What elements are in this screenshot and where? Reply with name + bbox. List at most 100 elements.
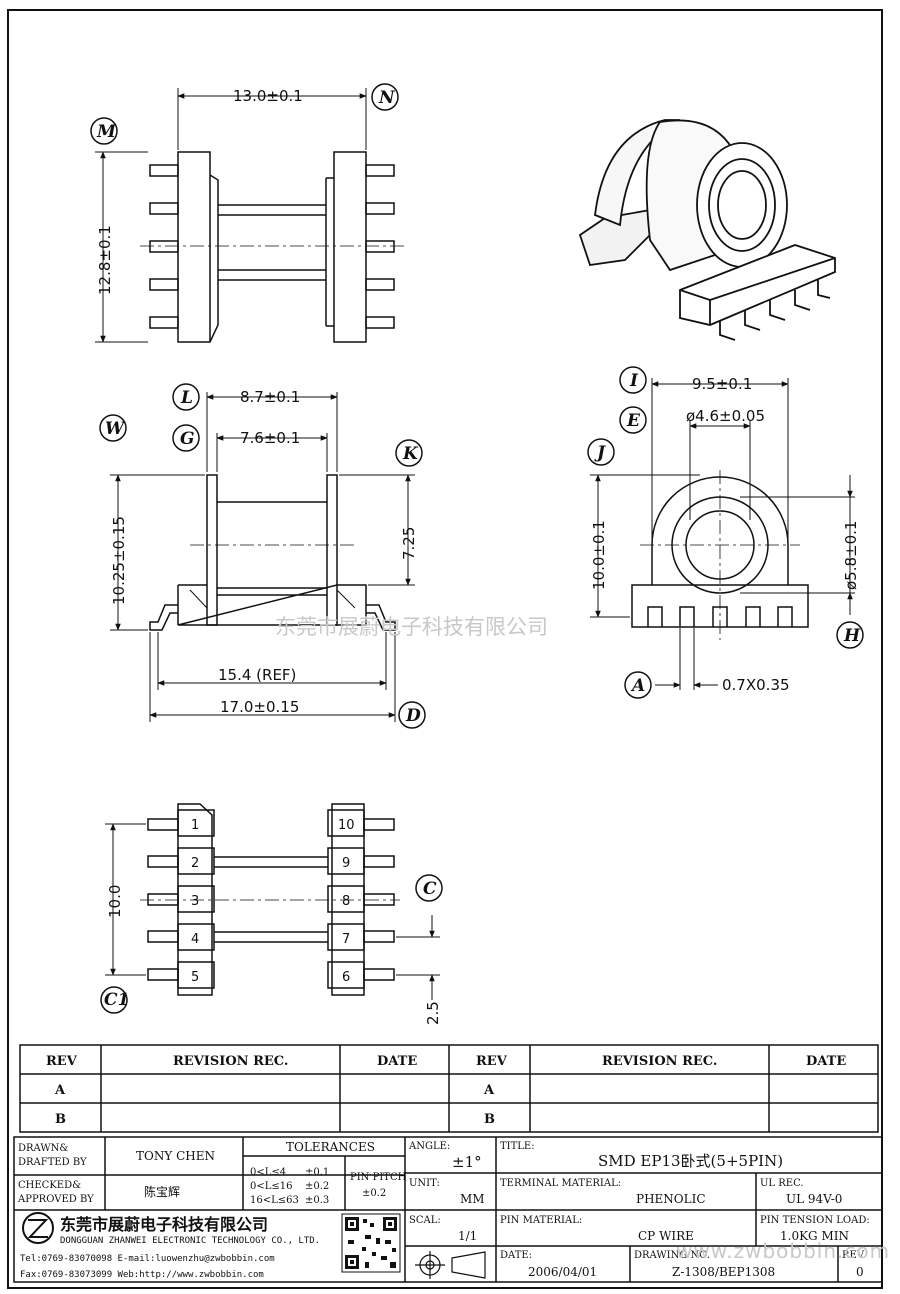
scale-label: SCAL: <box>409 1215 441 1226</box>
isometric-view <box>578 119 836 341</box>
title-value: SMD EP13卧式(5+5PIN) <box>598 1152 783 1170</box>
top-view-right-pins <box>365 164 395 329</box>
tolerances-label: TOLERANCES <box>286 1140 375 1154</box>
tol-value: ±0.3 <box>305 1195 329 1206</box>
revision-header: REVISION REC. <box>602 1054 717 1069</box>
scale-value: 1/1 <box>458 1229 477 1243</box>
pin-number: 8 <box>342 894 350 909</box>
top-view-left-pins <box>149 164 179 329</box>
bottom-view-pads <box>177 809 365 989</box>
drawn-label-line1: DRAWN& <box>18 1143 68 1154</box>
dim-bottom-pitch: 2.5 <box>424 1001 442 1025</box>
dim-side-g: 7.6±0.1 <box>240 429 300 447</box>
checked-label-line1: CHECKED& <box>18 1180 81 1191</box>
tol-value: ±0.2 <box>305 1181 329 1192</box>
dim-front-pin: 0.7X0.35 <box>722 676 790 694</box>
revision-header: DATE <box>806 1054 846 1069</box>
tol-range: 0<L≤16 <box>250 1181 293 1192</box>
front-view-pin-slots <box>647 606 793 627</box>
callout-label: C <box>423 879 437 899</box>
url-watermark: www.zwbobbin.com <box>676 1239 890 1263</box>
bottom-view-right-pins <box>363 818 395 981</box>
callout-label: H <box>843 626 861 646</box>
side-view-right-flange <box>326 474 338 626</box>
revision-header: REV <box>476 1054 508 1069</box>
dim-top-height: 12.8±0.1 <box>96 225 114 295</box>
side-view <box>149 474 396 631</box>
top-view-right-flange <box>333 151 367 343</box>
pin-pitch-label: PIN PITCH <box>350 1172 407 1183</box>
tol-value: ±0.1 <box>305 1167 329 1178</box>
company-logo <box>22 1212 54 1244</box>
company-name-en: DONGGUAN ZHANWEI ELECTRONIC TECHNOLOGY C… <box>60 1236 320 1246</box>
drawn-label-line2: DRAFTED BY <box>18 1157 87 1168</box>
bottom-view <box>140 803 400 996</box>
dim-bottom-h: 10.0 <box>106 885 124 918</box>
dim-side-ref: 15.4 (REF) <box>218 666 296 684</box>
pin-number: 3 <box>191 894 199 909</box>
top-view <box>140 151 405 343</box>
callout-label: I <box>629 371 639 391</box>
contact-line-1: Tel:0769-83070098 E-mail:luowenzhu@zwbob… <box>20 1254 275 1264</box>
side-view-left-flange <box>206 474 218 626</box>
dim-front-i: 9.5±0.1 <box>692 375 752 393</box>
company-name-cn: 东莞市展蔚电子科技有限公司 <box>60 1215 268 1234</box>
callout-label: D <box>405 706 421 726</box>
pin-number: 9 <box>342 856 350 871</box>
bottom-view-left-pins <box>147 818 179 981</box>
drawing-no-value: Z-1308/BEP1308 <box>672 1265 775 1279</box>
side-view-right-leg <box>366 604 396 631</box>
date-label: DATE: <box>500 1250 532 1261</box>
unit-label: UNIT: <box>409 1178 440 1189</box>
title-label: TITLE: <box>500 1141 535 1152</box>
dim-front-e: ø4.6±0.05 <box>686 407 765 425</box>
revision-row-label: A <box>54 1083 66 1098</box>
top-view-left-flange <box>177 151 219 343</box>
dim-side-total: 17.0±0.15 <box>220 698 299 716</box>
dim-side-h-left: 10.25±0.15 <box>110 516 128 605</box>
angle-value: ±1° <box>452 1153 482 1171</box>
front-view <box>631 470 809 640</box>
callout-label: C1 <box>104 990 129 1010</box>
qr-code <box>341 1213 401 1273</box>
projection-symbol <box>415 1251 486 1279</box>
contact-line-2: Fax:0769-83073099 Web:http://www.zwbobbi… <box>20 1270 264 1280</box>
checked-label-line2: APPROVED BY <box>17 1194 94 1205</box>
unit-value: MM <box>460 1192 485 1206</box>
revision-row-label: B <box>55 1112 66 1127</box>
callout-label: G <box>180 429 195 449</box>
watermark: 东莞市展蔚电子科技有限公司 <box>275 615 548 639</box>
dim-side-l: 8.7±0.1 <box>240 388 300 406</box>
top-view-dims <box>95 88 367 343</box>
bottom-view-dims <box>105 823 440 1000</box>
revision-table <box>19 1044 879 1133</box>
rev-label: REV. <box>842 1250 865 1261</box>
checked-value: 陈宝辉 <box>144 1184 180 1199</box>
callout-label: M <box>96 122 117 142</box>
drawing-no-label: DRAWING NO. <box>634 1250 710 1261</box>
callout-label: L <box>180 388 193 408</box>
pin-number: 1 <box>191 818 199 833</box>
tol-range: 0<L≤4 <box>250 1167 286 1178</box>
callout-label: W <box>105 419 126 439</box>
ul-label: UL REC. <box>760 1178 804 1189</box>
callouts <box>90 83 864 1014</box>
dim-top-width: 13.0±0.1 <box>233 87 303 105</box>
rev-value: 0 <box>856 1265 864 1279</box>
callout-label: A <box>630 676 645 696</box>
revision-header: REVISION REC. <box>173 1054 288 1069</box>
pin-number: 2 <box>191 856 199 871</box>
revision-header: DATE <box>377 1054 417 1069</box>
side-view-left-leg <box>149 604 178 631</box>
dim-side-h-right: 7.25 <box>400 527 418 560</box>
revision-row-label: B <box>484 1112 495 1127</box>
dim-front-j: 10.0±0.1 <box>590 520 608 590</box>
pin-tension-value: 1.0KG MIN <box>780 1229 849 1243</box>
pin-material-value: CP WIRE <box>638 1229 694 1243</box>
pin-numbers: 1 2 3 4 5 6 7 8 9 10 <box>191 818 355 985</box>
side-view-base <box>177 584 367 626</box>
revision-header: REV <box>46 1054 78 1069</box>
angle-label: ANGLE: <box>408 1141 450 1152</box>
pin-number: 7 <box>342 932 350 947</box>
